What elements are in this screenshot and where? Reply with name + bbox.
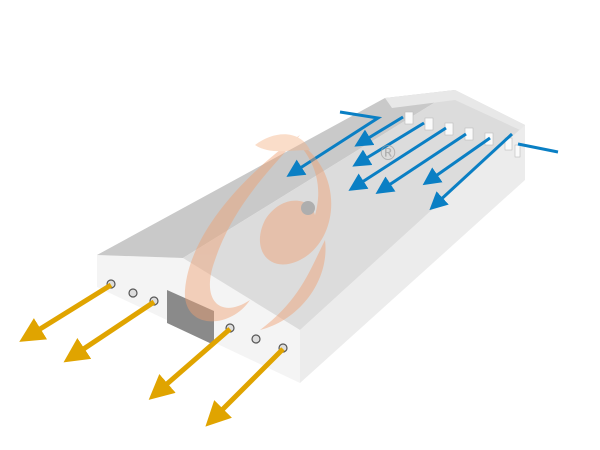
intake-arrow [354, 115, 404, 147]
fan-icon [251, 334, 261, 344]
intake-arrow [422, 136, 491, 186]
exhaust-arrow [148, 327, 232, 400]
door [167, 290, 214, 345]
far-end-wall [385, 90, 525, 130]
watermark-logo [184, 134, 332, 330]
side-wall [300, 125, 525, 383]
exhaust-arrow [63, 299, 156, 363]
fan-icon [128, 288, 138, 298]
intake-arrow [375, 132, 467, 194]
intake-arrow [517, 142, 559, 154]
exhaust-arrow [205, 347, 285, 427]
intake-arrow [286, 110, 383, 177]
intake-airflow-arrows [286, 110, 559, 211]
exhaust-airflow-arrows [19, 282, 285, 427]
intake-arrow [352, 121, 425, 167]
intake-arrow [348, 126, 447, 191]
exhaust-arrow [19, 282, 113, 342]
intake-arrow [429, 132, 514, 211]
watermark-registered-mark: ® [378, 141, 398, 165]
watermark-dot [301, 201, 315, 215]
